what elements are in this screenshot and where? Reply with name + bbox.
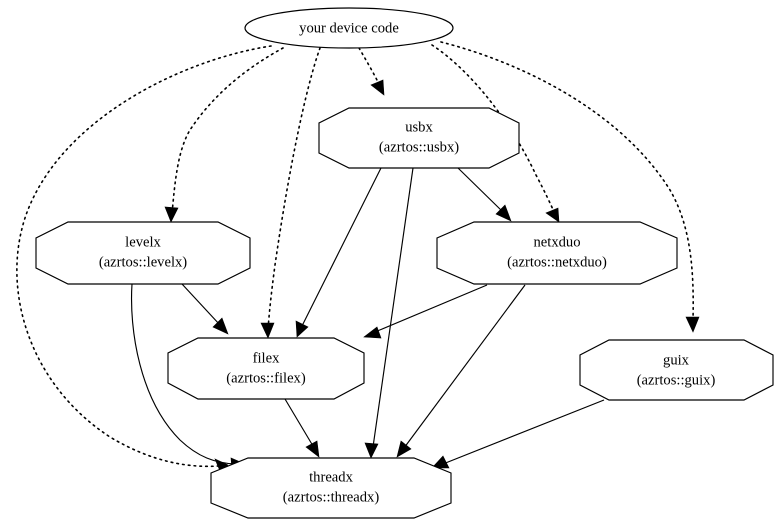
node-label-device-line1: your device code — [299, 20, 399, 36]
node-shape-netxduo — [436, 221, 678, 285]
node-shape-levelx — [35, 221, 251, 285]
node-label-netxduo-line2: (azrtos::netxduo) — [507, 254, 607, 270]
node-shape-ellipse — [244, 7, 454, 49]
node-shape-usbx — [318, 107, 520, 169]
node-levelx[interactable]: levelx (azrtos::levelx) — [35, 221, 251, 285]
node-label-filex-line2: (azrtos::filex) — [226, 370, 306, 386]
node-label-filex-line1: filex — [253, 350, 280, 366]
edge-device-to-netxduo — [431, 44, 560, 223]
edge-filex-to-threadx — [284, 398, 320, 458]
node-label-guix-line1: guix — [663, 352, 690, 368]
edge-device-to-filex — [260, 47, 321, 339]
node-usbx[interactable]: usbx (azrtos::usbx) — [318, 107, 520, 169]
node-label-usbx-line1: usbx — [405, 119, 433, 135]
edge-device-to-levelx — [164, 47, 284, 223]
edge-device-to-usbx — [358, 47, 385, 96]
edge-usbx-to-netxduo — [457, 167, 512, 222]
edge-usbx-to-threadx — [364, 167, 414, 459]
node-label-levelx-line1: levelx — [125, 234, 161, 250]
edge-guix-to-threadx — [431, 399, 605, 469]
node-label-guix-line2: (azrtos::guix) — [637, 372, 716, 388]
node-label-usbx-line2: (azrtos::usbx) — [379, 139, 459, 155]
node-shape-filex — [167, 337, 365, 400]
edge-netxduo-to-filex — [363, 284, 488, 339]
edge-device-to-guix — [440, 41, 700, 333]
node-netxduo[interactable]: netxduo (azrtos::netxduo) — [436, 221, 678, 285]
node-shape-guix — [579, 339, 774, 401]
edge-usbx-to-filex — [295, 167, 382, 338]
node-your-device-code[interactable]: your device code — [244, 7, 454, 49]
node-label-threadx-line1: threadx — [309, 469, 353, 485]
node-label-levelx-line2: (azrtos::levelx) — [99, 254, 187, 270]
edge-netxduo-to-threadx — [396, 284, 526, 458]
node-label-threadx-line2: (azrtos::threadx) — [283, 489, 380, 505]
node-filex[interactable]: filex (azrtos::filex) — [167, 337, 365, 400]
node-guix[interactable]: guix (azrtos::guix) — [579, 339, 774, 401]
node-threadx[interactable]: threadx (azrtos::threadx) — [210, 457, 452, 519]
node-label-netxduo-line1: netxduo — [533, 234, 580, 250]
edge-levelx-to-filex — [181, 283, 229, 335]
node-shape-threadx — [210, 457, 452, 519]
